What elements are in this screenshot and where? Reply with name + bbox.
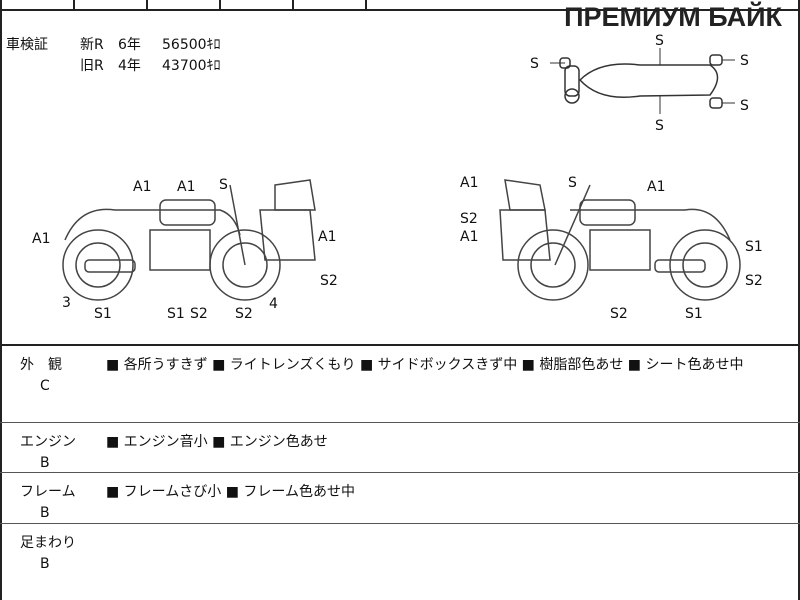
old-price: 43700ｷﾛ [162,58,221,74]
label: S2 [460,211,478,227]
inspection-label: 車検証 [6,37,48,53]
motorcycle-right-view: A1 S A1 S2 A1 S1 S2 S2 S1 [460,175,763,322]
section-grade: B [40,455,50,471]
label: S2 [190,306,208,322]
motorcycle-left-view: A1 A1 S A1 A1 3 S1 S1 S2 S2 S2 4 [32,177,338,322]
label: A1 [460,229,478,245]
cell-divider [365,0,367,10]
label: S2 [745,273,763,289]
section-grade: B [40,556,50,572]
section-notes: ■ 各所うすきず ■ ライトレンズくもり ■ サイドボックスきず中 ■ 樹脂部色… [106,357,744,373]
divider [0,344,800,346]
label: S2 [610,306,628,322]
label: A1 [177,179,195,195]
section-grade: C [40,378,50,394]
top-row-border [0,9,800,11]
label: S [655,33,664,49]
section-notes: ■ エンジン音小 ■ エンジン色あせ [106,434,328,450]
label: A1 [32,231,50,247]
label: S1 [685,306,703,322]
label: S [655,118,664,134]
section-label: エンジン [20,434,76,450]
label: S2 [320,273,338,289]
section-label: 足まわり [20,535,76,551]
cell-divider [146,0,148,10]
label: S1 [94,306,112,322]
new-years: 6年 [118,37,141,53]
old-years: 4年 [118,58,141,74]
section-grade: B [40,505,50,521]
label: S [740,53,749,69]
motorcycle-top-view: S S S S S [530,33,749,134]
label: S1 [167,306,185,322]
section-notes: ■ フレームさび小 ■ フレーム色あせ中 [106,484,355,500]
label: S1 [745,239,763,255]
label: S [219,177,228,193]
label: S [568,175,577,191]
section-suspension: 足まわり B [0,524,800,600]
border-left [0,0,2,600]
old-type: 旧R [80,58,104,74]
cell-divider [219,0,221,10]
section-exterior: 外 観 C ■ 各所うすきず ■ ライトレンズくもり ■ サイドボックスきず中 … [0,346,800,423]
section-label: 外 観 [20,357,62,373]
brand-logo: ПРЕМИУМ БАЙК [564,2,782,32]
new-price: 56500ｷﾛ [162,37,221,53]
section-frame: フレーム B ■ フレームさび小 ■ フレーム色あせ中 [0,473,800,524]
label: A1 [318,229,336,245]
border-right [798,0,800,600]
new-type: 新R [80,37,104,53]
label: S2 [235,306,253,322]
section-engine: エンジン B ■ エンジン音小 ■ エンジン色あせ [0,423,800,473]
label: A1 [133,179,151,195]
label: S [530,56,539,72]
label: A1 [647,179,665,195]
section-label: フレーム [20,484,76,500]
label: 3 [62,295,71,311]
label: A1 [460,175,478,191]
label: 4 [269,296,278,312]
cell-divider [292,0,294,10]
label: S [740,98,749,114]
cell-divider [73,0,75,10]
